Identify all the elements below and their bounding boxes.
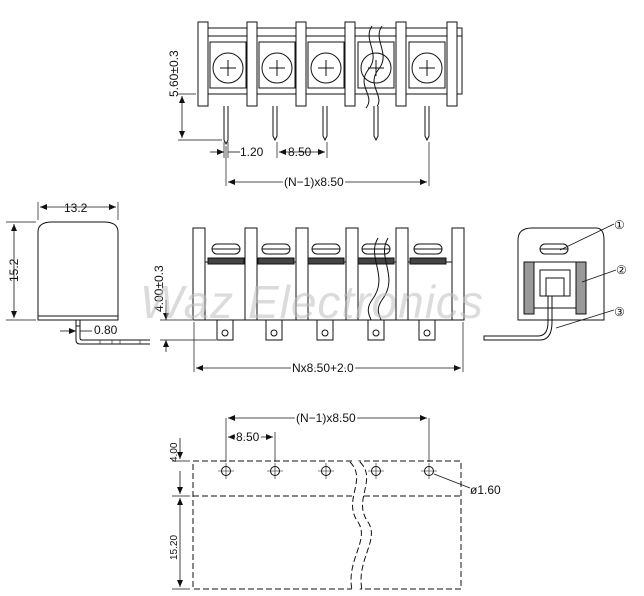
footprint-hole-dim: ø1.60 xyxy=(470,483,501,497)
footprint-total-dim: (N−1)x8.50 xyxy=(296,411,356,425)
top-pitch-dim: 8.50 xyxy=(288,145,312,159)
side-width-dim: 13.2 xyxy=(64,201,88,215)
footprint-holes xyxy=(218,463,437,479)
top-view xyxy=(178,21,463,186)
top-total-dim: (N−1)x8.50 xyxy=(284,175,344,189)
top-screw-row xyxy=(209,41,446,89)
footprint-pitch-dim: 8.50 xyxy=(236,430,260,444)
footprint-depth-dim: 15.20 xyxy=(169,535,180,560)
front-view xyxy=(160,227,465,372)
footprint-view xyxy=(172,415,471,591)
watermark: Waz Electronics xyxy=(140,276,484,328)
side-pin-thickness-dim: 0.80 xyxy=(94,323,118,337)
callout-2: ② xyxy=(616,263,627,277)
side-height-dim: 15.2 xyxy=(7,258,21,282)
front-total-width-dim: Nx8.50+2.0 xyxy=(292,361,354,375)
callout-3: ③ xyxy=(614,305,625,319)
section-view xyxy=(483,223,617,341)
front-pin-length-dim: 4.00±0.3 xyxy=(152,265,166,312)
top-pin-width-dim: 1.20 xyxy=(240,145,264,159)
side-view xyxy=(6,202,150,345)
top-height-dim: 5.60±0.3 xyxy=(167,50,181,97)
footprint-row-dim: 4.00 xyxy=(169,442,180,462)
callout-1: ① xyxy=(614,218,625,232)
front-screw-heads xyxy=(207,243,447,265)
